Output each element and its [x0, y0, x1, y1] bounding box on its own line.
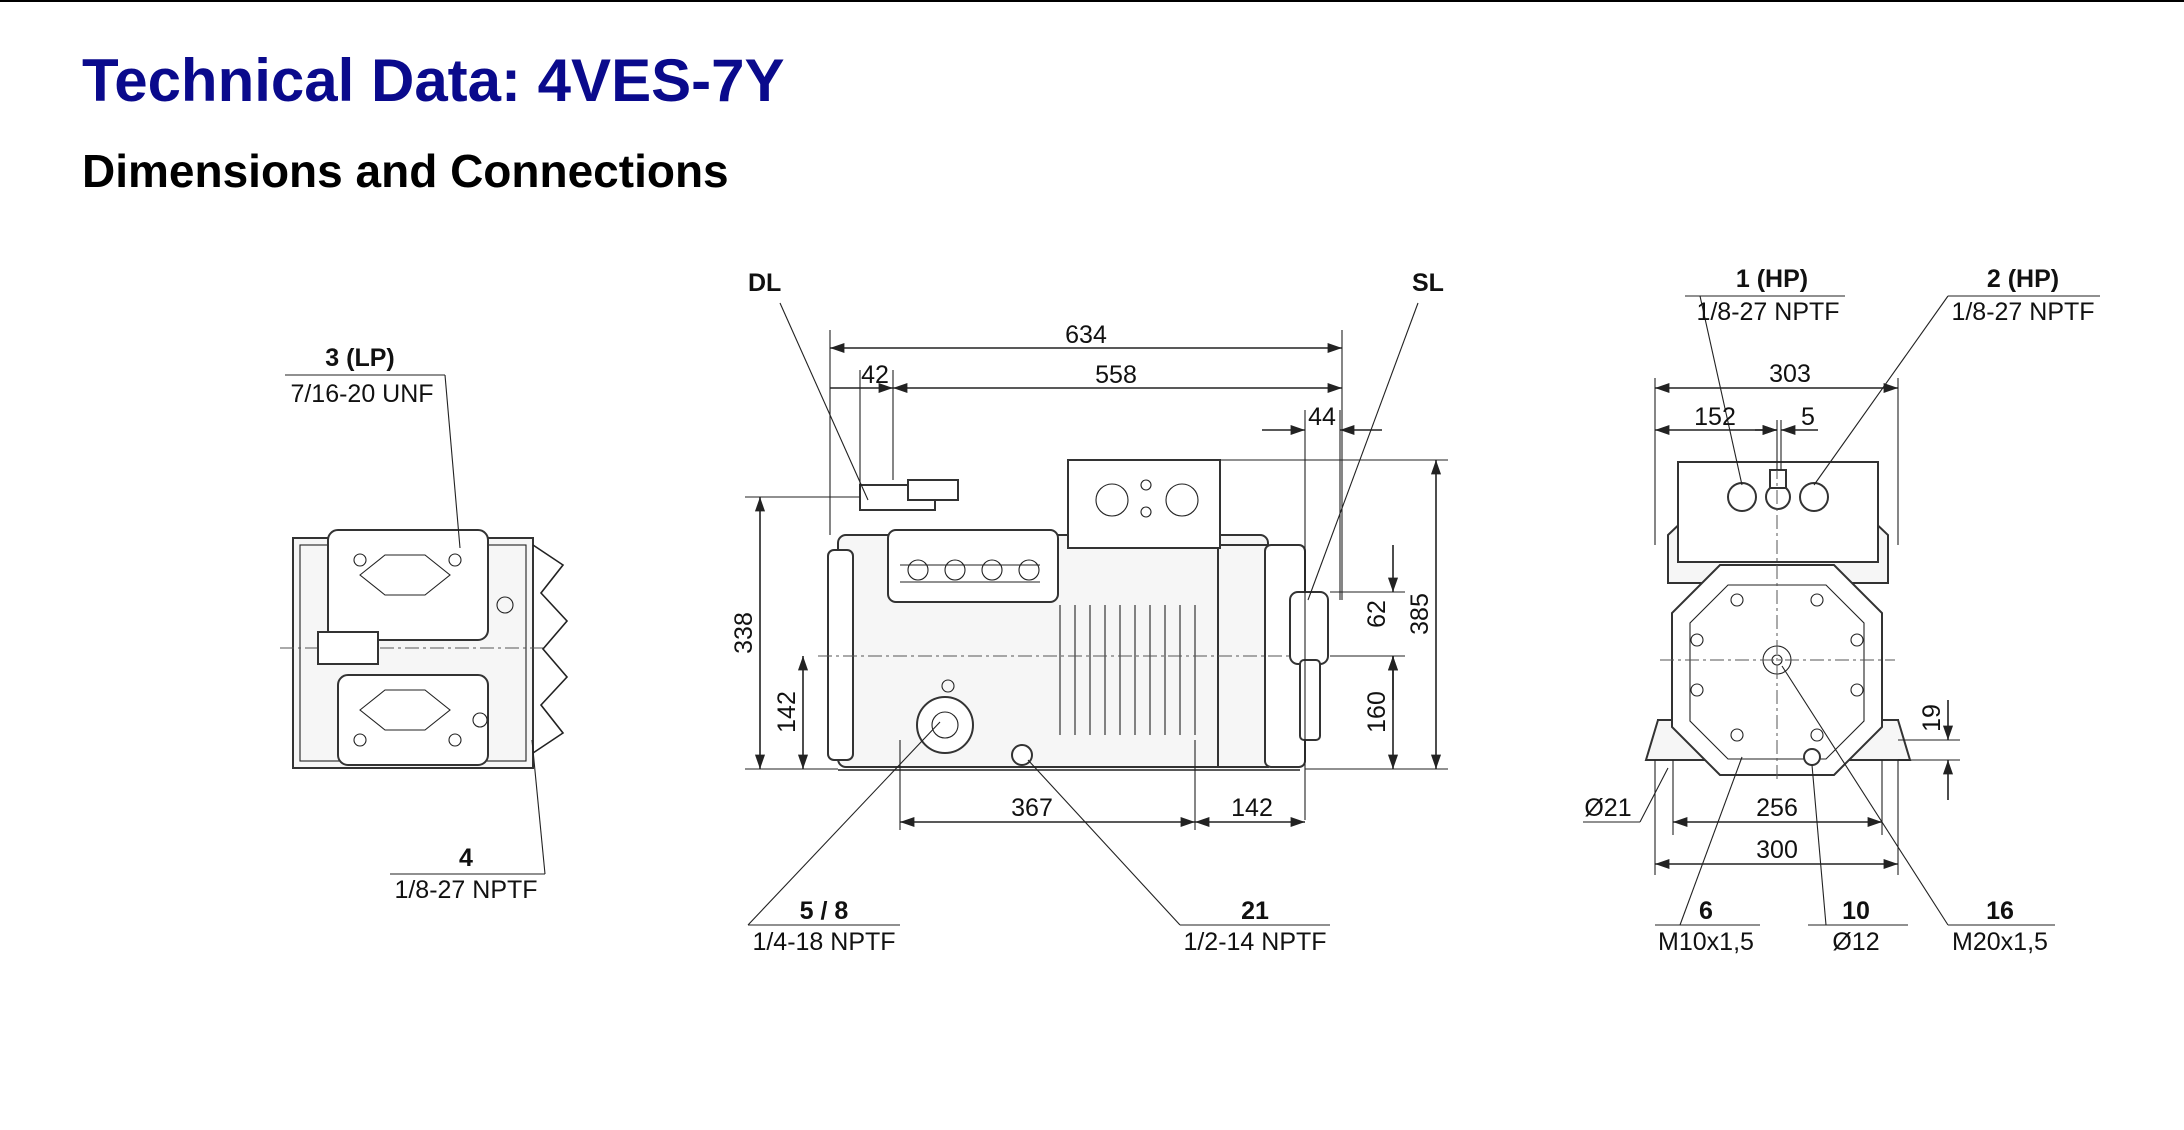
page-subtitle: Dimensions and Connections [82, 145, 729, 197]
callout-3-lp-spec: 7/16-20 UNF [290, 380, 433, 408]
callout-2-hp-id: 2 (HP) [1987, 265, 2059, 293]
side-view-suction-valve [1289, 591, 1329, 665]
top-view-cylinder-head-upper [327, 529, 489, 641]
dim-62: 62 [1363, 600, 1391, 628]
callout-6-id: 6 [1699, 897, 1713, 925]
top-rule [0, 0, 2184, 2]
callout-4-spec: 1/8-27 NPTF [394, 876, 537, 904]
label-dl: DL [748, 269, 781, 297]
dim-44: 44 [1308, 403, 1336, 431]
dim-338: 338 [730, 612, 758, 654]
side-view-cylinder-head [887, 529, 1059, 603]
callout-6-spec: M10x1,5 [1658, 928, 1754, 956]
callout-2-hp-spec: 1/8-27 NPTF [1951, 298, 2094, 326]
callout-21-spec: 1/2-14 NPTF [1183, 928, 1326, 956]
callout-5-8-spec: 1/4-18 NPTF [752, 928, 895, 956]
top-view-cylinder-head-lower [337, 674, 489, 766]
label-sl: SL [1412, 269, 1444, 297]
end-view: 1 (HP) 1/8-27 NPTF 2 (HP) 1/8-27 NPTF 30… [1583, 265, 2100, 956]
callout-1-hp-id: 1 (HP) [1736, 265, 1808, 293]
side-view-terminal-box [1067, 459, 1221, 549]
callout-10-spec: Ø12 [1832, 928, 1879, 956]
top-view: 3 (LP) 7/16-20 UNF 4 1/8-27 NPTF [280, 344, 569, 904]
callout-4-id: 4 [459, 844, 473, 872]
callout-21-id: 21 [1241, 897, 1269, 925]
dim-142-horizontal: 142 [1231, 794, 1273, 822]
dim-303: 303 [1769, 360, 1811, 388]
dim-300: 300 [1756, 836, 1798, 864]
callout-16-spec: M20x1,5 [1952, 928, 2048, 956]
dim-558: 558 [1095, 361, 1137, 389]
dim-367: 367 [1011, 794, 1053, 822]
dim-5: 5 [1801, 403, 1815, 431]
dim-dia21: Ø21 [1584, 794, 1631, 822]
dim-160: 160 [1363, 691, 1391, 733]
callout-5-8-id: 5 / 8 [800, 897, 849, 925]
dim-42: 42 [861, 361, 889, 389]
dim-142-vertical: 142 [773, 691, 801, 733]
callout-3-lp-id: 3 (LP) [325, 344, 394, 372]
callout-16-id: 16 [1986, 897, 2014, 925]
callout-10-id: 10 [1842, 897, 1870, 925]
side-view-oil-sight-glass [916, 696, 974, 754]
dim-385: 385 [1406, 593, 1434, 635]
dim-152: 152 [1694, 403, 1736, 431]
callout-1-hp-spec: 1/8-27 NPTF [1696, 298, 1839, 326]
dim-256: 256 [1756, 794, 1798, 822]
page-title: Technical Data: 4VES-7Y [82, 47, 785, 114]
dim-634: 634 [1065, 321, 1107, 349]
side-view: DL SL 634 42 558 44 338 142 [730, 269, 1448, 956]
dim-19: 19 [1918, 704, 1946, 732]
